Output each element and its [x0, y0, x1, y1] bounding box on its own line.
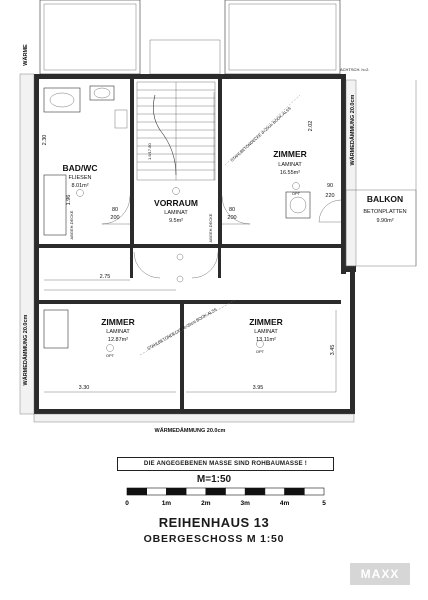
dim-395: 3.95	[253, 385, 264, 391]
dimension-lines	[44, 92, 337, 393]
scale-tick-label: 3m	[240, 500, 250, 507]
stair	[136, 81, 216, 181]
room-area-bad: 8.01m²	[71, 183, 88, 189]
room-floor-zimmer-se: LAMINAT	[254, 329, 278, 335]
door-width-bath: 80	[112, 207, 118, 213]
room-area-zimmer-ne: 16.55m²	[280, 170, 300, 176]
insulation-label-bottom: WÄRMEDÄMMUNG 20.0cm	[155, 427, 226, 434]
room-name-zimmer-se: ZIMMER	[249, 317, 283, 327]
corner-note: ACHTSCH. h=2.	[340, 67, 369, 72]
scale-title: M=1:50	[196, 474, 232, 485]
brand-logo: MAXX	[350, 563, 410, 585]
room-name-zimmer-sw: ZIMMER	[101, 317, 135, 327]
room-floor-vorraum: LAMINAT	[164, 210, 188, 216]
door-width-balcony: 90	[327, 183, 333, 189]
scale-tick-label: 2m	[201, 500, 211, 507]
opt-label-ne: OPT	[292, 191, 301, 196]
room-floor-bad: FLIESEN	[69, 175, 92, 181]
bath-fixtures	[43, 85, 128, 236]
scale-tick-label: 4m	[280, 500, 290, 507]
insulation-label-right: WÄRMEDÄMMUNG 20.0cm	[349, 94, 356, 165]
dim-345: 3.45	[330, 345, 336, 356]
stair-label: 1.5/17.80	[147, 143, 152, 160]
scale-tick-label: 0	[125, 500, 129, 507]
scale-segment	[146, 487, 167, 496]
opt-label-se: OPT	[256, 349, 265, 354]
lamp-symbols	[76, 182, 300, 352]
lower-fixtures	[43, 191, 311, 349]
plan-title: REIHENHAUS 13	[158, 515, 270, 530]
scale-tick-label: 5	[322, 500, 326, 507]
dim-275: 2.75	[100, 274, 111, 280]
scale-segment	[303, 487, 325, 496]
insulation-label-left: WÄRMEDÄMMUNG 20.0cm	[22, 314, 29, 385]
room-floor-zimmer-ne: LAMINAT	[278, 162, 302, 168]
room-area-balkon: 9.90m²	[376, 218, 393, 224]
scale-segment	[126, 487, 148, 496]
plan-subtitle: OBERGESCHOSS M 1:50	[143, 533, 285, 545]
opt-label-sw: OPT	[106, 353, 115, 358]
dim-202: 2.02	[308, 121, 314, 132]
room-floor-zimmer-sw: LAMINAT	[106, 329, 130, 335]
room-area-vorraum: 9.5m²	[169, 218, 183, 224]
dim-230: 2.30	[42, 135, 48, 146]
scale-segment	[185, 487, 207, 496]
scale-tick-label: 1m	[162, 500, 172, 507]
dimension-note: DIE ANGEGEBENEN MASSE SIND ROHBAUMASSE !	[117, 457, 334, 471]
room-name-zimmer-ne: ZIMMER	[273, 149, 307, 159]
dim-330: 3.30	[79, 385, 90, 391]
scale-segment	[284, 487, 305, 496]
room-area-zimmer-sw: 12.87m²	[108, 337, 128, 343]
room-floor-balkon: BETONPLATTEN	[363, 209, 406, 215]
slab-lines	[139, 94, 301, 356]
outer-walls	[19, 73, 357, 423]
scale-segment	[244, 487, 266, 496]
door-swings	[101, 195, 342, 279]
interior-walls	[39, 78, 341, 409]
ceiling-note-left: ABGEH.DECKE	[69, 210, 74, 239]
scale-segment	[225, 487, 246, 496]
door-height-bath: 200	[110, 215, 119, 221]
room-area-zimmer-se: 13.11m²	[256, 337, 276, 343]
scale-segment	[264, 487, 285, 496]
ceiling-note-right: ABGEH.DECKE	[208, 213, 213, 242]
balcony-outline	[345, 80, 417, 267]
room-name-balkon: BALKON	[367, 194, 403, 204]
door-width-room: 80	[229, 207, 235, 213]
dim-196: 1.96	[66, 195, 72, 206]
scale-segment	[205, 487, 226, 496]
door-height-room: 200	[227, 215, 236, 221]
door-height-balcony: 220	[325, 193, 334, 199]
insulation-label-top-left: WÄRME	[22, 44, 29, 66]
scale-segment	[166, 487, 187, 496]
room-name-vorraum: VORRAUM	[154, 198, 198, 208]
room-name-bad: BAD/WC	[63, 163, 98, 173]
